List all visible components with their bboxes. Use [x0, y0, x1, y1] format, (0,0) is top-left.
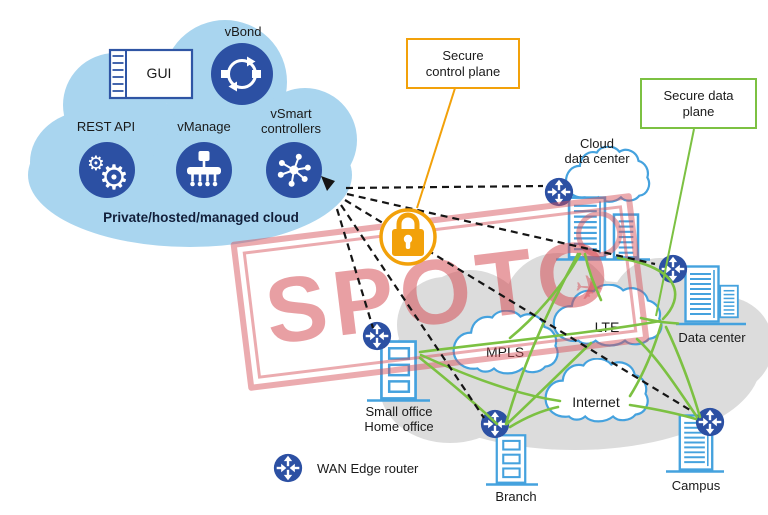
- vbond-icon: [211, 43, 273, 105]
- svg-text:⚙: ⚙: [99, 158, 129, 198]
- wan-edge-router-icon-cloud-dc: [544, 177, 574, 207]
- vmanage-icon: [176, 142, 232, 198]
- wan-edge-router-icon-branch: [480, 409, 510, 439]
- cloud-dc-building: [567, 196, 607, 259]
- cloud-dc-building-small: [612, 213, 640, 259]
- mpls-label: MPLS: [485, 344, 525, 360]
- soho-building: [379, 340, 418, 400]
- internet-label: Internet: [572, 394, 620, 410]
- vsmart-icon: [266, 142, 322, 198]
- svg-text:⚙: ⚙: [87, 151, 105, 175]
- branch-label: Branch: [495, 489, 537, 504]
- data-center-building: [684, 265, 720, 323]
- wan-edge-router-icon-campus: [695, 407, 725, 437]
- gui-label: GUI: [146, 65, 172, 81]
- branch-building: [495, 434, 527, 484]
- data-center-label: Data center: [678, 330, 746, 345]
- lte-label: LTE: [594, 319, 620, 335]
- rest-api-label: REST API: [76, 119, 136, 134]
- gui-window: [108, 48, 194, 100]
- wan-edge-router-icon-soho: [362, 321, 392, 351]
- rest-api-icon: ⚙ ⚙: [79, 142, 135, 198]
- campus-label: Campus: [671, 478, 721, 493]
- vbond-label: vBond: [224, 24, 262, 39]
- wan-edge-router-icon-legend: [273, 453, 303, 483]
- wan-edge-router-icon-data-center: [658, 254, 688, 284]
- private-cloud-label: Private/hosted/managed cloud: [103, 210, 299, 225]
- vmanage-label: vManage: [177, 119, 231, 134]
- data-center-building-small: [719, 284, 739, 319]
- wan-edge-router-legend-label: WAN Edge router: [317, 461, 419, 476]
